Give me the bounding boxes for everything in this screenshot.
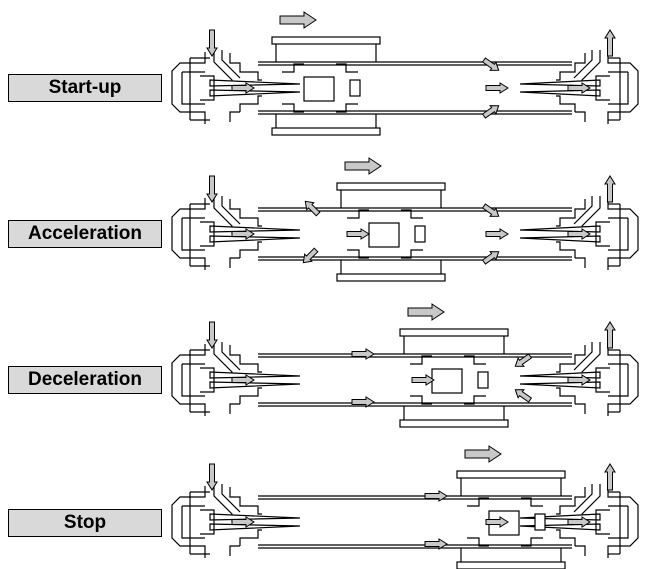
flow-arrow-icon: [304, 200, 321, 217]
flow-arrow-icon: [567, 516, 591, 528]
flow-arrow-icon: [485, 82, 509, 94]
left-bore: [229, 345, 262, 373]
inlet-arrow-icon: [206, 321, 218, 349]
motion-arrow-icon: [279, 11, 317, 29]
left-cushion-needle: [209, 513, 301, 521]
stage-label-startup: Start-up: [8, 74, 162, 102]
stage-label-deceleration: Deceleration: [8, 366, 162, 394]
right-cushion-needle: [519, 225, 601, 233]
flow-arrow-icon: [424, 490, 448, 502]
piston-end: [414, 225, 426, 243]
piston-body: [303, 76, 335, 102]
cylinder-panel: [171, 303, 639, 428]
piston-end: [349, 79, 361, 97]
piston-right-seal: [521, 497, 543, 507]
cylinder-panel: [171, 11, 639, 136]
flow-arrow-icon: [481, 203, 500, 217]
outlet-arrow-icon: [604, 463, 616, 491]
cylinder-panel: [171, 157, 639, 282]
flow-arrow-icon: [351, 396, 375, 408]
flow-arrow-icon: [231, 374, 255, 386]
flow-arrow-icon: [514, 353, 533, 367]
carriage-top: [399, 328, 509, 337]
flow-arrow-icon: [481, 251, 500, 265]
piston-left-seal: [467, 497, 489, 507]
carriage-bottom: [271, 127, 381, 136]
flow-arrow-icon: [567, 82, 591, 94]
flow-arrow-icon: [302, 247, 319, 264]
piston-end: [477, 371, 489, 389]
piston-body: [368, 222, 400, 248]
right-end-cap: [607, 486, 639, 558]
flow-arrow-icon: [567, 228, 591, 240]
outlet-arrow-icon: [604, 29, 616, 57]
carriage-bottom: [336, 273, 446, 282]
right-cushion-needle: [519, 371, 601, 379]
flow-arrow-icon: [231, 516, 255, 528]
inlet-arrow-icon: [206, 29, 218, 57]
left-end-cap: [171, 198, 206, 270]
right-end-cap: [607, 344, 639, 416]
left-end-cap: [171, 52, 206, 124]
carriage-top: [271, 36, 381, 45]
left-bore: [229, 199, 262, 227]
right-bore: [556, 53, 586, 81]
right-end-cap: [607, 198, 639, 270]
piston-body: [431, 368, 463, 394]
flow-arrow-icon: [514, 389, 533, 403]
flow-arrow-icon: [346, 228, 370, 240]
piston-end: [534, 513, 546, 531]
stage-label-stop: Stop: [8, 509, 162, 537]
right-bore: [556, 199, 586, 227]
left-bore: [229, 487, 262, 515]
motion-arrow-icon: [464, 445, 502, 463]
stage-label-acceleration: Acceleration: [8, 220, 162, 248]
left-end-cap: [171, 344, 206, 416]
flow-arrow-icon: [231, 228, 255, 240]
inlet-arrow-icon: [206, 463, 218, 491]
right-bore: [556, 487, 586, 515]
cylinder-panel: [171, 445, 639, 569]
piston-right-seal: [336, 63, 358, 73]
flow-arrow-icon: [351, 348, 375, 360]
right-end-cap: [607, 52, 639, 124]
flow-arrow-icon: [567, 374, 591, 386]
inlet-arrow-icon: [206, 175, 218, 203]
flow-arrow-icon: [485, 228, 509, 240]
right-bore: [556, 345, 586, 373]
left-cushion-needle: [209, 225, 301, 233]
outlet-arrow-icon: [604, 175, 616, 203]
piston-right-seal: [401, 209, 423, 219]
flow-arrow-icon: [411, 374, 435, 386]
piston-left-seal: [347, 209, 369, 219]
carriage-bottom: [399, 419, 509, 428]
left-bore: [229, 53, 262, 81]
piston-left-seal: [282, 63, 304, 73]
flow-arrow-icon: [481, 57, 500, 71]
flow-arrow-icon: [481, 105, 500, 119]
left-cushion-needle: [209, 371, 301, 379]
carriage-top: [336, 182, 446, 191]
motion-arrow-icon: [344, 157, 382, 175]
carriage-top: [456, 470, 566, 479]
left-end-cap: [171, 486, 206, 558]
motion-arrow-icon: [407, 303, 445, 321]
carriage-bottom: [456, 561, 566, 569]
piston-right-seal: [464, 355, 486, 365]
right-cushion-needle: [519, 513, 601, 521]
flow-arrow-icon: [231, 82, 255, 94]
outlet-arrow-icon: [604, 321, 616, 349]
flow-arrow-icon: [424, 538, 448, 550]
flow-arrow-icon: [485, 516, 509, 528]
piston-left-seal: [410, 355, 432, 365]
left-cushion-needle: [209, 79, 301, 87]
right-cushion-needle: [519, 79, 601, 87]
